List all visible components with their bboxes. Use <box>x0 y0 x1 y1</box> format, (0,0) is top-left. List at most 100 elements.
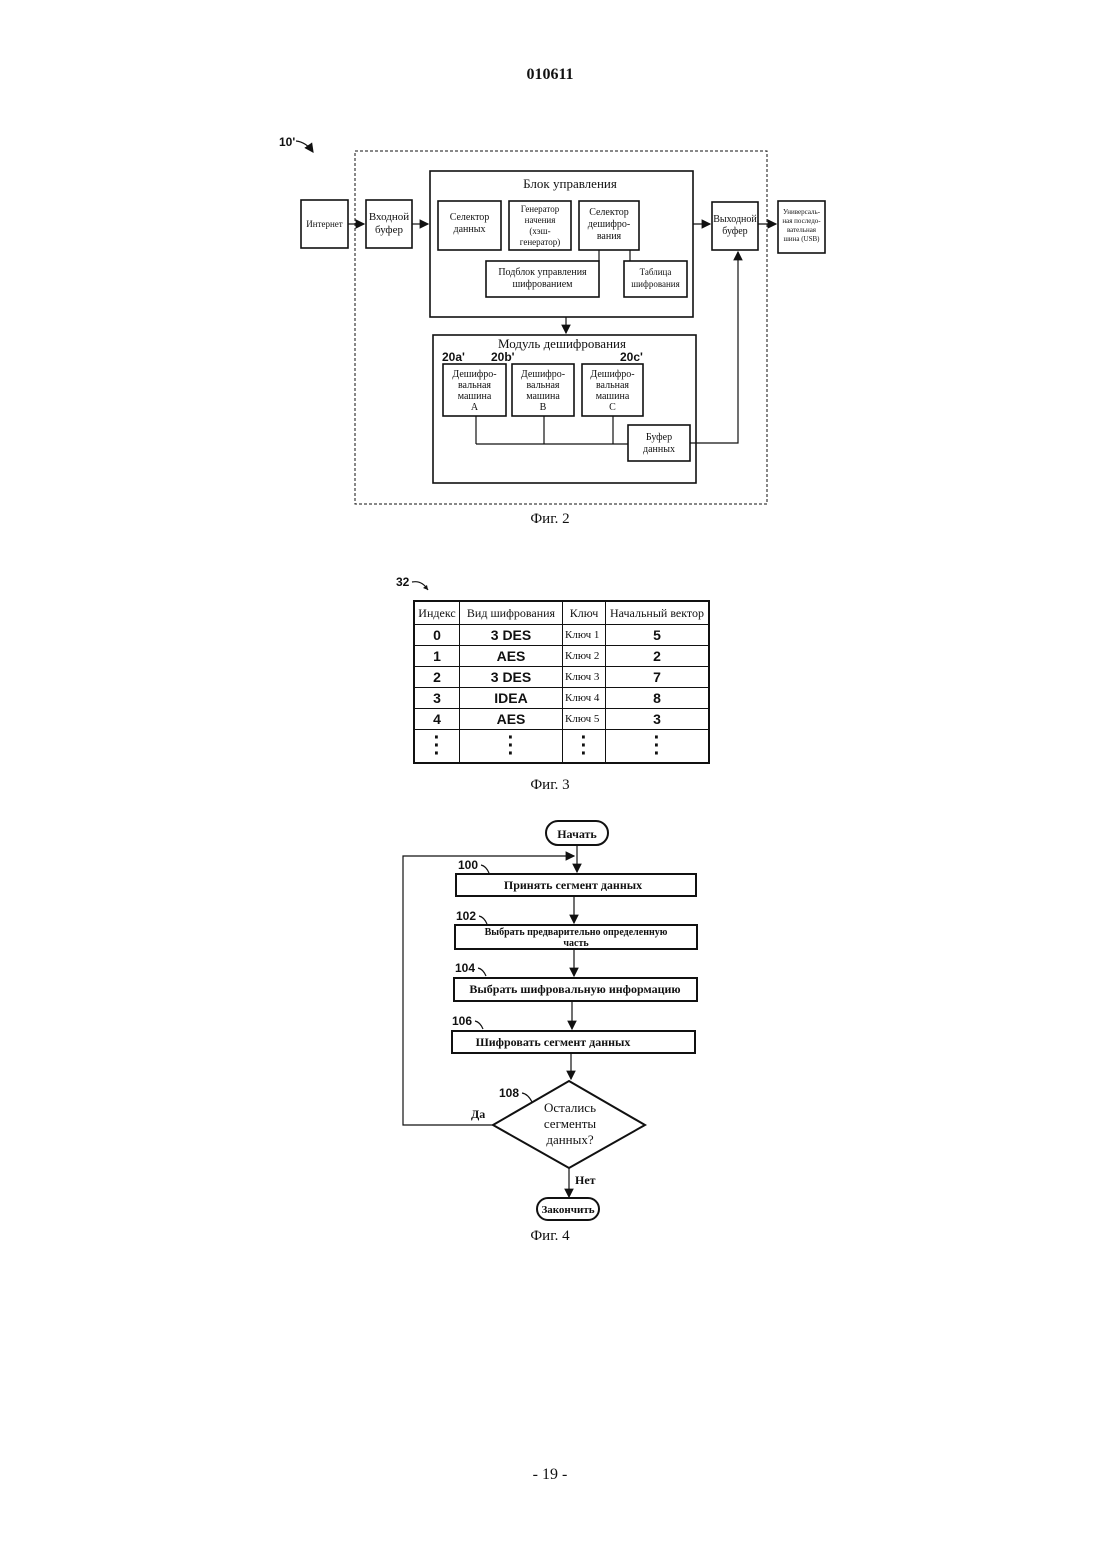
engine-c-line-2: вальная <box>596 380 629 391</box>
yes-label: Да <box>471 1107 485 1121</box>
fig2-block-diagram: 10' Интернет Входной буфер Блок управлен… <box>0 0 1100 540</box>
step-102-label-1: Выбрать предварительно определенную <box>485 927 668 938</box>
decrypt-selector-label-3: вания <box>597 231 622 242</box>
cell-index: 3 <box>414 688 460 709</box>
engine-c-ref: 20c' <box>620 350 643 364</box>
engine-b-line-4: B <box>540 402 547 413</box>
control-block-title: Блок управления <box>523 176 617 191</box>
table-ellipsis-row: ··· ··· ··· ··· <box>414 730 709 764</box>
engine-b-line-2: вальная <box>526 380 559 391</box>
cell-index: 1 <box>414 646 460 667</box>
col-index: Индекс <box>414 601 460 625</box>
cipher-control-label-1: Подблок управления <box>498 267 587 278</box>
step-100-label: Принять сегмент данных <box>504 878 642 892</box>
engine-b-ref: 20b' <box>491 350 515 364</box>
table-row: 2 3 DES Ключ 3 7 <box>414 667 709 688</box>
col-init-vector: Начальный вектор <box>606 601 710 625</box>
cell-index: 2 <box>414 667 460 688</box>
step-102-label-2: часть <box>563 938 589 949</box>
engine-a-ref: 20a' <box>442 350 465 364</box>
seed-generator-label-1: Генератор <box>521 204 560 214</box>
engine-c-line-4: C <box>609 402 616 413</box>
cell-vector: 2 <box>606 646 710 667</box>
fig3-caption: Фиг. 3 <box>450 777 650 794</box>
step-100-ref: 100 <box>458 858 478 872</box>
engine-b-line-1: Дешифро- <box>521 369 565 380</box>
decrypt-selector-label-1: Селектор <box>589 207 629 218</box>
no-label: Нет <box>575 1173 596 1187</box>
cell-key: Ключ 1 <box>563 625 606 646</box>
cell-vector: 7 <box>606 667 710 688</box>
decision-108-ref: 108 <box>499 1086 519 1100</box>
input-buffer-label-2: буфер <box>375 224 403 236</box>
data-selector-label-1: Селектор <box>450 212 490 223</box>
engine-c-line-3: машина <box>596 391 630 402</box>
cell-key: Ключ 3 <box>563 667 606 688</box>
engine-a-line-1: Дешифро- <box>452 369 496 380</box>
engine-b-line-3: машина <box>526 391 560 402</box>
engine-a-line-2: вальная <box>458 380 491 391</box>
seed-generator-label-2: начения <box>525 215 556 225</box>
cell-cipher: IDEA <box>460 688 563 709</box>
step-106-label: Шифровать сегмент данных <box>476 1035 631 1049</box>
cell-key: Ключ 4 <box>563 688 606 709</box>
usb-label-4: шина (USB) <box>783 235 820 243</box>
engine-a-line-3: машина <box>458 391 492 402</box>
fig2-ref-arrow <box>296 141 313 152</box>
cell-index: 0 <box>414 625 460 646</box>
fig3-ref: 32 <box>390 570 450 600</box>
table-row: 0 3 DES Ключ 1 5 <box>414 625 709 646</box>
cell-key: Ключ 2 <box>563 646 606 667</box>
fig2-caption: Фиг. 2 <box>450 511 650 528</box>
cipher-table-label-1: Таблица <box>640 267 672 277</box>
step-106-ref: 106 <box>452 1014 472 1028</box>
ellipsis-cell: ··· <box>563 730 606 764</box>
cipher-control-label-2: шифрованием <box>512 279 573 290</box>
input-buffer-label-1: Входной <box>369 211 409 223</box>
data-buffer-box <box>628 425 690 461</box>
fig3-ref-label: 32 <box>396 575 410 589</box>
engine-c-line-1: Дешифро- <box>590 369 634 380</box>
fig4-flowchart: Начать 100 Принять сегмент данных 102 Вы… <box>0 810 1100 1230</box>
col-cipher-type: Вид шифрования <box>460 601 563 625</box>
buffer-to-output-arrow <box>690 252 738 443</box>
decrypt-module-title: Модуль дешифрования <box>498 336 626 351</box>
output-buffer-label-2: буфер <box>722 226 747 237</box>
page-number: - 19 - <box>0 1466 1100 1484</box>
cipher-table: Индекс Вид шифрования Ключ Начальный век… <box>413 600 710 764</box>
engine-a-line-4: A <box>471 402 479 413</box>
table-row: 4 AES Ключ 5 3 <box>414 709 709 730</box>
usb-label-1: Универсаль- <box>783 208 821 216</box>
data-selector-label-2: данных <box>454 224 486 235</box>
ellipsis-cell: ··· <box>460 730 563 764</box>
table-header-row: Индекс Вид шифрования Ключ Начальный век… <box>414 601 709 625</box>
decrypt-selector-label-2: дешифро- <box>588 219 630 230</box>
cell-cipher: AES <box>460 646 563 667</box>
end-label: Закончить <box>541 1204 594 1216</box>
step-102-ref: 102 <box>456 909 476 923</box>
output-buffer-label-1: Выходной <box>713 214 757 225</box>
cell-cipher: 3 DES <box>460 667 563 688</box>
decision-label-2: сегменты <box>544 1116 596 1131</box>
seed-generator-label-4: генератор) <box>520 237 560 247</box>
decision-label-3: данных? <box>546 1132 594 1147</box>
ellipsis-cell: ··· <box>414 730 460 764</box>
table-row: 3 IDEA Ключ 4 8 <box>414 688 709 709</box>
fig4-caption: Фиг. 4 <box>450 1228 650 1245</box>
start-label: Начать <box>557 827 597 841</box>
cell-vector: 8 <box>606 688 710 709</box>
data-buffer-label-2: данных <box>643 444 675 455</box>
ellipsis-cell: ··· <box>606 730 710 764</box>
step-104-label: Выбрать шифровальную информацию <box>469 982 680 996</box>
cell-cipher: 3 DES <box>460 625 563 646</box>
decision-label-1: Остались <box>544 1100 596 1115</box>
seed-generator-label-3: (хэш- <box>529 226 550 236</box>
step-104-ref: 104 <box>455 961 475 975</box>
internet-label: Интернет <box>306 219 343 229</box>
data-buffer-label-1: Буфер <box>646 432 672 443</box>
cell-vector: 5 <box>606 625 710 646</box>
usb-label-3: вательная <box>787 226 817 234</box>
col-key: Ключ <box>563 601 606 625</box>
usb-label-2: ная последо- <box>782 217 821 225</box>
fig2-ref-label: 10' <box>279 135 295 149</box>
